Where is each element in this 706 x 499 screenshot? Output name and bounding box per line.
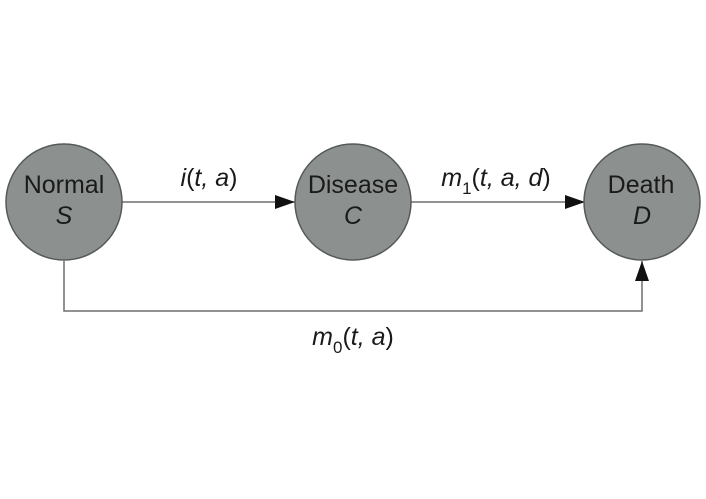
node-death: Death D <box>583 143 701 261</box>
disease-mortality-open: ( <box>472 164 481 192</box>
node-normal: Normal S <box>5 143 123 261</box>
edge-label-disease-mortality: m1(t, a, d) <box>441 164 551 198</box>
node-death-circle <box>583 143 701 261</box>
other-mortality-sub: 0 <box>333 338 342 357</box>
node-disease: Disease C <box>294 143 412 261</box>
node-normal-circle <box>5 143 123 261</box>
node-death-symbol: D <box>633 202 651 230</box>
node-disease-circle <box>294 143 412 261</box>
node-disease-symbol: C <box>344 202 363 230</box>
disease-mortality-func: m <box>441 164 462 192</box>
disease-mortality-args: t, a, d <box>480 164 544 192</box>
edge-label-incidence: i(t, a) <box>181 164 238 192</box>
node-normal-label: Normal <box>24 171 105 199</box>
incidence-args: t, a <box>194 164 229 192</box>
incidence-close: ) <box>229 164 237 192</box>
disease-mortality-sub: 1 <box>462 179 471 198</box>
other-mortality-close: ) <box>386 323 394 351</box>
edge-normal-to-death <box>63 261 649 312</box>
node-normal-symbol: S <box>56 202 73 230</box>
node-disease-label: Disease <box>308 171 398 199</box>
other-mortality-args: t, a <box>351 323 386 351</box>
other-mortality-func: m <box>312 323 333 351</box>
other-mortality-open: ( <box>342 323 351 351</box>
disease-mortality-close: ) <box>542 164 550 192</box>
node-death-label: Death <box>608 171 675 199</box>
edge-label-other-mortality: m0(t, a) <box>312 323 394 357</box>
incidence-func: i <box>181 164 188 192</box>
incidence-open: ( <box>186 164 195 192</box>
